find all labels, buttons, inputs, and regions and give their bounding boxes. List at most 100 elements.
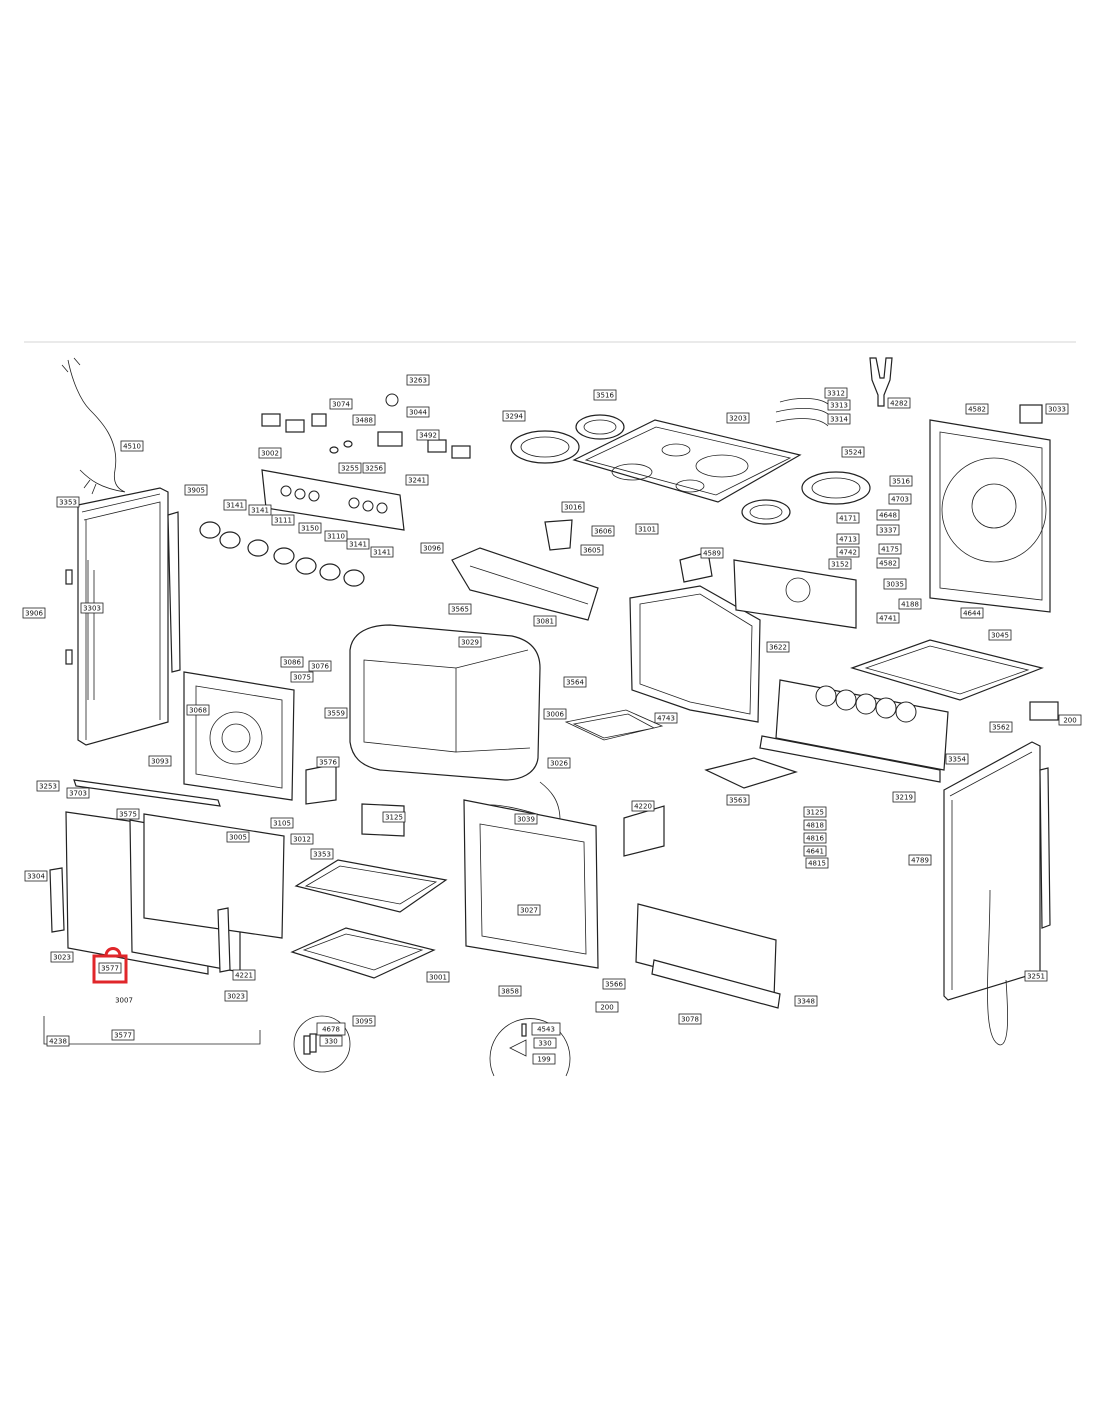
part-callout: 3141 <box>223 499 247 511</box>
part-callout-number: 3516 <box>596 392 614 400</box>
part-callout: 199 <box>532 1053 556 1065</box>
part-callout-number: 3488 <box>355 417 373 425</box>
part-callout-number: 3312 <box>827 390 845 398</box>
part-callout-number: 3255 <box>341 465 359 473</box>
part-callout: 3076 <box>308 660 332 672</box>
part-callout: 3353 <box>310 848 334 860</box>
part-callout-number: 3905 <box>187 487 205 495</box>
part-callout: 3559 <box>324 707 348 719</box>
part-callout: 3564 <box>563 676 587 688</box>
part-callout: 330 <box>319 1035 343 1047</box>
part-callouts: 4510335339053906330332633074348830443492… <box>22 374 1082 1065</box>
part-callout: 4282 <box>887 397 911 409</box>
part-callout: 3075 <box>290 671 314 683</box>
part-callout: 4582 <box>965 403 989 415</box>
part-callout-number: 4510 <box>123 443 141 451</box>
part-callout: 3141 <box>346 538 370 550</box>
part-callout-number: 3354 <box>948 756 966 764</box>
part-callout-number: 3622 <box>769 644 787 652</box>
part-callout: 4221 <box>232 969 256 981</box>
part-callout: 3577 <box>98 962 122 974</box>
part-callout: 4741 <box>876 612 900 624</box>
part-callout: 3575 <box>116 808 140 820</box>
part-callout: 200 <box>1058 714 1082 726</box>
part-callout: 3703 <box>66 787 90 799</box>
part-callout-number: 3353 <box>59 499 77 507</box>
part-callout-number: 3575 <box>119 811 137 819</box>
part-callout: 4648 <box>876 509 900 521</box>
part-callout-number: 3096 <box>423 545 441 553</box>
part-callout: 3095 <box>352 1015 376 1027</box>
part-callout: 3044 <box>406 406 430 418</box>
part-callout: 3081 <box>533 615 557 627</box>
part-callout: 3012 <box>290 833 314 845</box>
part-callout-number: 3125 <box>806 809 824 817</box>
part-callout-number: 3566 <box>605 981 623 989</box>
part-callout: 4815 <box>805 857 829 869</box>
part-callout-number: 3039 <box>517 816 535 824</box>
part-callout-number: 3027 <box>520 907 538 915</box>
part-callout-number: 3045 <box>991 632 1009 640</box>
part-callout-number: 4641 <box>806 848 824 856</box>
part-callout: 3562 <box>989 721 1013 733</box>
part-callout: 3016 <box>561 501 585 513</box>
part-callout: 3577 <box>111 1029 135 1041</box>
part-callout-number: 3253 <box>39 783 57 791</box>
part-callout-number: 4648 <box>879 512 897 520</box>
part-callout-number: 3023 <box>53 954 71 962</box>
part-callout-number: 199 <box>537 1056 550 1064</box>
part-callout: 3563 <box>726 794 750 806</box>
part-callout: 3001 <box>426 971 450 983</box>
part-callout-number: 4742 <box>839 549 857 557</box>
part-callout-number: 3150 <box>301 525 319 533</box>
part-callout-number: 3012 <box>293 836 311 844</box>
part-callout: 3353 <box>56 496 80 508</box>
part-callout-number: 3256 <box>365 465 383 473</box>
part-callout-number: 3152 <box>831 561 849 569</box>
part-callout-number: 3313 <box>830 402 848 410</box>
part-callout: 3152 <box>828 558 852 570</box>
part-callout-number: 200 <box>600 1004 613 1012</box>
part-callout-number: 3081 <box>536 618 554 626</box>
part-callout: 3492 <box>416 429 440 441</box>
part-callout: 3074 <box>329 398 353 410</box>
part-callout-number: 330 <box>324 1038 337 1046</box>
part-callout-number: 330 <box>538 1040 551 1048</box>
part-callout-number: 3001 <box>429 974 447 982</box>
part-callout-number: 3029 <box>461 639 479 647</box>
part-callout-number: 3006 <box>546 711 564 719</box>
part-callout-number: 3007 <box>115 997 133 1005</box>
part-callout-number: 3314 <box>830 416 848 424</box>
part-callout-number: 3141 <box>251 507 269 515</box>
part-callout: 3313 <box>827 399 851 411</box>
part-callout: 3045 <box>988 629 1012 641</box>
part-callout-number: 200 <box>1063 717 1076 725</box>
part-callout-number: 3524 <box>844 449 862 457</box>
part-callout: 4816 <box>803 832 827 844</box>
part-callout-number: 3564 <box>566 679 584 687</box>
part-callout: 3906 <box>22 607 46 619</box>
part-callout: 3256 <box>362 462 386 474</box>
part-callout-number: 3101 <box>638 526 656 534</box>
part-callout: 3006 <box>543 708 567 720</box>
part-callout-number: 4743 <box>657 715 675 723</box>
part-callout: 4188 <box>898 598 922 610</box>
part-callout: 3354 <box>945 753 969 765</box>
part-callout: 4743 <box>654 712 678 724</box>
part-callout: 3007 <box>113 995 135 1005</box>
part-callout-number: 3023 <box>227 993 245 1001</box>
part-callout-number: 3606 <box>594 528 612 536</box>
part-callout-number: 3516 <box>892 478 910 486</box>
part-callout: 4703 <box>888 493 912 505</box>
highlight-clip <box>104 947 122 957</box>
part-callout: 3002 <box>258 447 282 459</box>
part-callout-number: 3141 <box>373 549 391 557</box>
part-callout: 3241 <box>405 474 429 486</box>
part-callout: 3304 <box>24 870 48 882</box>
part-callout: 4742 <box>836 546 860 558</box>
part-callout: 3141 <box>248 504 272 516</box>
part-callout-number: 4589 <box>703 550 721 558</box>
part-callout-number: 3241 <box>408 477 426 485</box>
part-callout: 3622 <box>766 641 790 653</box>
